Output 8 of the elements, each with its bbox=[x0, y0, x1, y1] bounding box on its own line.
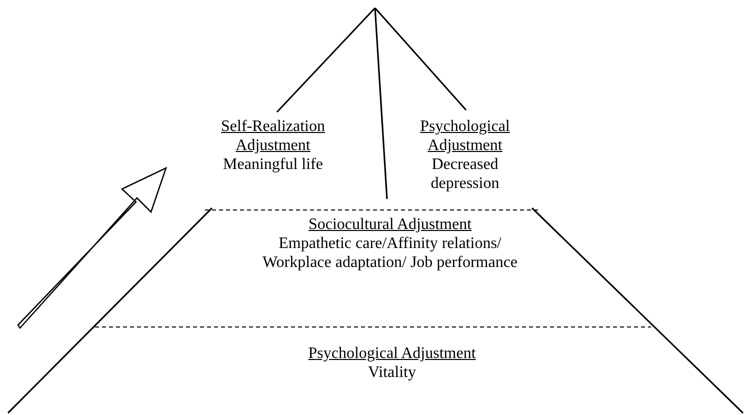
layer-description: Vitality bbox=[368, 363, 416, 382]
layer-heading: Self-Realization Adjustment bbox=[220, 117, 326, 155]
layer-heading: Sociocultural Adjustment bbox=[308, 215, 472, 234]
layer-description: Decreased depression bbox=[430, 155, 500, 193]
layer-description: Meaningful life bbox=[223, 155, 323, 174]
layer-heading: Psychological Adjustment bbox=[308, 344, 476, 363]
layer-description: Empathetic care/Affinity relations/ Workplace adaptation/ Job performance bbox=[262, 234, 518, 272]
layer-heading: Psychological Adjustment bbox=[419, 117, 511, 155]
